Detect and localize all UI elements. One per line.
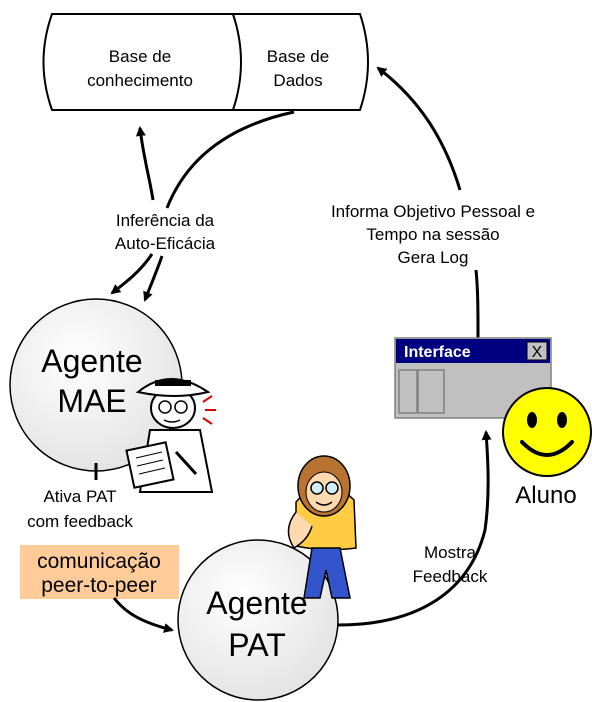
arc-from-database <box>165 110 295 209</box>
inform-label-3: Gera Log <box>398 248 469 267</box>
arrow-to-interface <box>337 430 492 627</box>
activate-label-1: Ativa PAT <box>43 487 116 506</box>
arrow-to-mae-right <box>143 255 164 302</box>
p2p-box <box>20 545 179 599</box>
inference-arrows <box>110 110 295 302</box>
agent-pat-label-2: PAT <box>228 627 285 663</box>
interface-to-database-arrow <box>376 66 480 339</box>
interface-titlebar <box>396 339 550 363</box>
student-label: Aluno <box>515 482 576 509</box>
agent-pat-label-1: Agente <box>206 585 307 621</box>
knowledge-base-storage: Base de conhecimento <box>42 13 243 111</box>
knowledge-base-label-2: conhecimento <box>87 71 193 90</box>
knowledge-base-label-1: Base de <box>109 47 171 66</box>
database-label-2: Dados <box>273 71 322 90</box>
close-icon: X <box>532 344 543 361</box>
interface-control-left[interactable] <box>398 369 418 414</box>
interface-close-button[interactable]: X <box>526 341 548 361</box>
inform-label-2: Tempo na sessão <box>366 225 499 244</box>
p2p-label-1: comunicação <box>37 550 161 573</box>
inference-label-2: Auto-Eficácia <box>115 234 216 253</box>
interface-title: Interface <box>404 344 471 361</box>
database-label-1: Base de <box>267 47 329 66</box>
agent-pat-circle <box>177 539 339 701</box>
p2p-label-2: peer-to-peer <box>41 574 157 597</box>
inform-label-1: Informa Objetivo Pessoal e <box>331 202 535 221</box>
interface-window[interactable]: Interface X <box>394 337 552 419</box>
arrow-segment-upper <box>376 66 462 191</box>
arrow-to-mae-left <box>110 253 154 295</box>
agent-mae-label-1: Agente <box>41 343 142 379</box>
inference-label-1: Inferência da <box>116 211 215 230</box>
agent-mae-label-2: MAE <box>57 383 126 419</box>
interface-control-right[interactable] <box>417 369 445 414</box>
show-feedback-label-1: Mostra <box>424 543 477 562</box>
student-smiley-icon <box>502 387 592 477</box>
arrow-to-pat <box>112 597 174 633</box>
database-storage: Base de Dados <box>231 13 369 111</box>
pat-character-icon <box>287 455 357 599</box>
arrow-segment-lower <box>474 269 480 339</box>
arrow-to-knowledge-base <box>135 126 155 201</box>
detective-agent-icon <box>125 378 216 493</box>
activate-label-2: com feedback <box>27 512 133 531</box>
show-feedback-label-2: Feedback <box>413 567 488 586</box>
